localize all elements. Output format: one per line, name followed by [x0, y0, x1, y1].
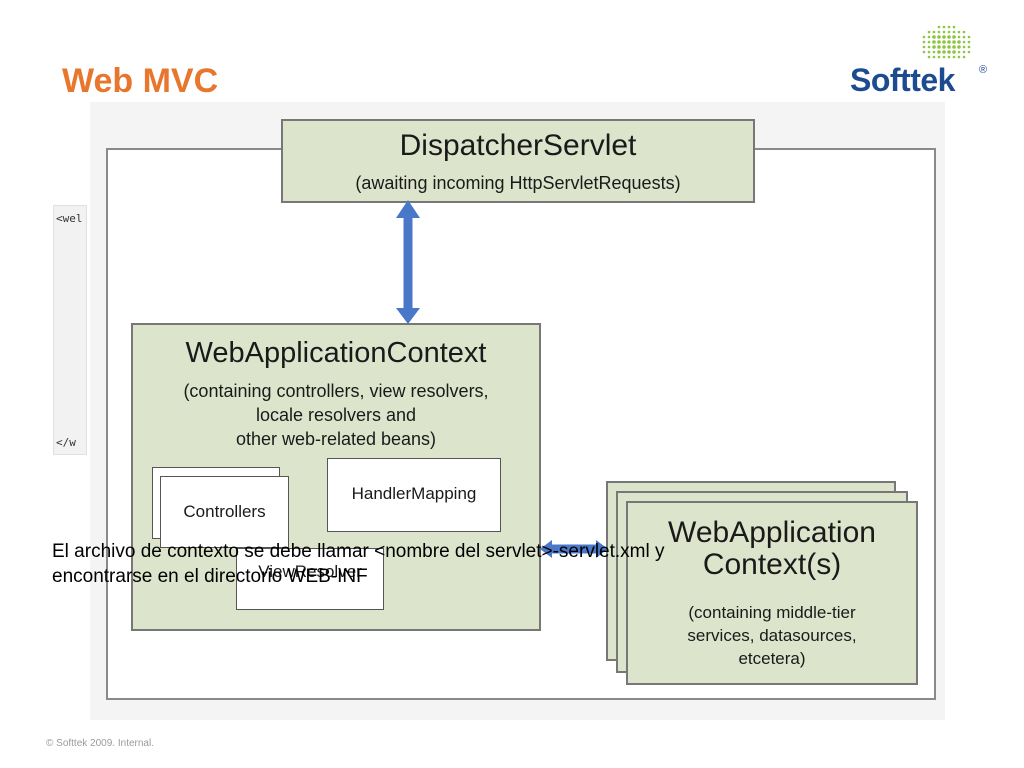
logo-dot — [947, 50, 951, 54]
logo-dot — [942, 30, 946, 34]
root-context-title-line2: Context(s) — [702, 548, 842, 581]
body-text: El archivo de contexto se debe llamar <n… — [52, 539, 952, 589]
root-context-subtitle-line2: services, datasources, — [687, 626, 857, 645]
code-line-open: <wel — [56, 212, 83, 225]
logo-dot — [942, 45, 946, 49]
logo-dot — [967, 50, 971, 54]
slide-title: Web MVC — [62, 62, 219, 100]
logo-dot — [947, 25, 951, 29]
logo-dot — [957, 30, 961, 34]
root-context-title-line1: WebApplication — [668, 516, 876, 549]
logo-dot — [952, 30, 956, 34]
logo-dot — [932, 55, 936, 59]
view-resolver-label: ViewResolver — [258, 562, 362, 581]
logo-dot — [947, 35, 951, 39]
footer-copyright: © Softtek 2009. Internal. — [46, 738, 154, 749]
web-application-context-subtitle: (containing controllers, view resolvers,… — [143, 379, 529, 451]
dispatcher-servlet-box: DispatcherServlet (awaiting incoming Htt… — [281, 119, 755, 203]
logo-dot — [947, 30, 951, 34]
logo-dot — [932, 45, 936, 49]
root-context-subtitle-line3: etcetera) — [738, 649, 806, 668]
logo-dot — [947, 40, 951, 44]
logo-dot — [967, 45, 971, 49]
controllers-label: Controllers — [183, 502, 266, 521]
logo-dot — [942, 35, 946, 39]
wac-subtitle-line2: locale resolvers and — [255, 405, 417, 425]
logo-registered-mark: ® — [979, 64, 988, 76]
logo-dot — [922, 50, 926, 54]
controllers-box: Controllers — [160, 476, 289, 548]
logo-dot — [927, 30, 931, 34]
logo-dot — [962, 30, 966, 34]
logo-dot — [952, 45, 956, 49]
logo-dot — [962, 45, 966, 49]
logo-dot — [962, 40, 966, 44]
logo-dot — [942, 40, 946, 44]
logo-dot — [922, 40, 926, 44]
code-snippet-panel: <wel </w — [53, 205, 87, 455]
vertical-double-arrow — [396, 200, 420, 324]
logo-dot — [947, 45, 951, 49]
logo-dot — [957, 50, 961, 54]
logo-dot — [922, 35, 926, 39]
logo-dot — [932, 35, 936, 39]
view-resolver-box: ViewResolver — [236, 548, 384, 610]
logo-dot — [957, 45, 961, 49]
wac-subtitle-line3: other web-related beans) — [235, 429, 437, 449]
dotted-globe-icon — [922, 25, 971, 59]
logo-dot — [937, 30, 941, 34]
logo-dot — [927, 50, 931, 54]
dispatcher-subtitle: (awaiting incoming HttpServletRequests) — [355, 173, 681, 193]
root-context-subtitle: (containing middle-tier services, dataso… — [628, 601, 916, 670]
logo-dot — [962, 35, 966, 39]
logo-dot — [942, 55, 946, 59]
logo-dot — [962, 55, 966, 59]
wac-subtitle-line1: (containing controllers, view resolvers, — [183, 381, 489, 401]
logo-dot — [947, 55, 951, 59]
logo-dot — [952, 25, 956, 29]
softtek-logo: Softtek ® — [846, 24, 996, 104]
root-context-subtitle-line1: (containing middle-tier — [688, 603, 856, 622]
logo-dot — [957, 55, 961, 59]
logo-dot — [952, 50, 956, 54]
logo-dot — [937, 55, 941, 59]
logo-dot — [927, 35, 931, 39]
logo-dot — [937, 35, 941, 39]
logo-dot — [937, 45, 941, 49]
logo-dot — [922, 45, 926, 49]
logo-dot — [967, 35, 971, 39]
logo-dot — [942, 50, 946, 54]
logo-dot — [937, 50, 941, 54]
logo-dot — [932, 30, 936, 34]
web-application-context-title: WebApplicationContext — [185, 337, 487, 369]
root-web-application-context-box: WebApplication Context(s) (containing mi… — [626, 501, 918, 685]
logo-dot — [967, 40, 971, 44]
logo-dot — [957, 35, 961, 39]
body-text-line2: encontrarse en el directorio WEB-INF — [52, 566, 368, 587]
logo-dot — [927, 40, 931, 44]
logo-dot — [937, 40, 941, 44]
logo-dot — [962, 50, 966, 54]
logo-dot — [937, 25, 941, 29]
root-context-title: WebApplication Context(s) — [628, 517, 916, 581]
logo-dot — [932, 50, 936, 54]
logo-dot — [942, 25, 946, 29]
body-text-line1: El archivo de contexto se debe llamar <n… — [52, 541, 665, 562]
code-line-close: </w — [56, 436, 76, 449]
logo-dot — [952, 35, 956, 39]
logo-dot — [957, 40, 961, 44]
logo-dot — [952, 55, 956, 59]
handler-mapping-box: HandlerMapping — [327, 458, 501, 532]
logo-dot — [932, 40, 936, 44]
logo-text: Softtek — [850, 62, 955, 98]
logo-dot — [927, 55, 931, 59]
logo-dot — [927, 45, 931, 49]
handler-mapping-label: HandlerMapping — [351, 484, 477, 503]
dispatcher-title: DispatcherServlet — [399, 129, 637, 162]
horizontal-double-arrow — [540, 540, 608, 558]
logo-dot — [952, 40, 956, 44]
